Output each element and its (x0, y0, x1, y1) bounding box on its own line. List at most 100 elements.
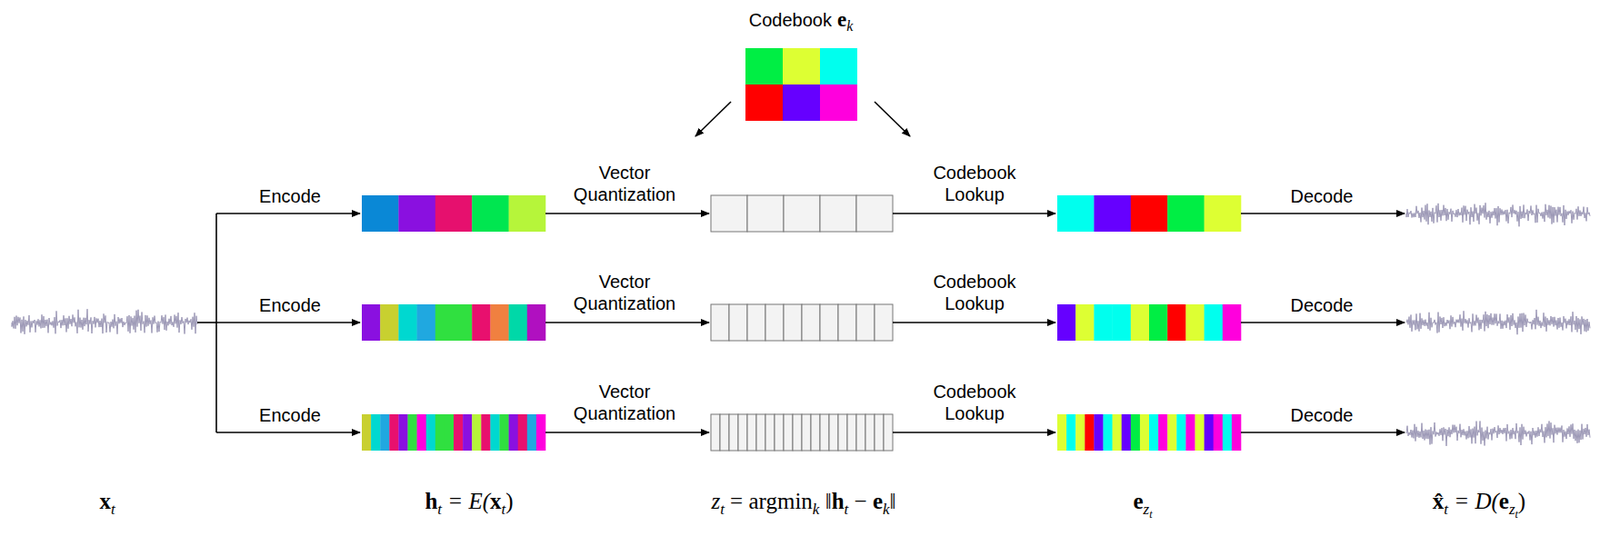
code-index-cell (756, 414, 766, 451)
flow-arrow (874, 101, 910, 137)
flow-arrow (216, 212, 360, 215)
math-symbol: x̂ (1432, 489, 1445, 515)
quantized-vector (1112, 414, 1122, 451)
flow-arrow (545, 212, 710, 215)
quantized-vector (1176, 414, 1186, 451)
encoded-vector (490, 304, 510, 341)
flow-arrow (1240, 431, 1405, 434)
flow-arrow (216, 321, 360, 324)
encoded-vector (453, 304, 473, 341)
math-symbol: k (846, 18, 853, 35)
code-index-cell (710, 304, 730, 341)
step-label: Encode (230, 404, 350, 427)
quantized-vector (1130, 304, 1150, 341)
encoded-vector (480, 414, 490, 451)
encoded-vector (518, 414, 528, 451)
step-label: Encode (230, 185, 350, 208)
step-label: Codebook Lookup (914, 380, 1035, 425)
code-index-cell (729, 304, 748, 341)
quantized-vector (1093, 195, 1131, 232)
math-symbol: e (872, 489, 883, 515)
quantized-vector (1075, 304, 1095, 341)
flow-arrow (1240, 212, 1405, 215)
label-group: Decode (1261, 294, 1382, 317)
math-symbol: t (1443, 500, 1449, 520)
math-symbol: t (1149, 508, 1152, 522)
quantized-vector (1057, 304, 1077, 341)
codebook-cell (820, 48, 858, 85)
code-index-cell (847, 414, 857, 451)
code-index-cell (874, 414, 884, 451)
label-group: Vector Quantization (564, 270, 685, 315)
code-index-cell (810, 414, 820, 451)
code-index-cell (856, 304, 875, 341)
quantized-vector (1167, 414, 1177, 451)
label-group: Encode (230, 185, 350, 208)
quantized-vector (1130, 195, 1169, 232)
label-group: Decode (1261, 185, 1382, 208)
quantized-vector (1112, 304, 1132, 341)
quantized-vector (1204, 195, 1242, 232)
encoded-vector (527, 304, 547, 341)
quantized-vector (1084, 414, 1094, 451)
encoded-vector (370, 414, 380, 451)
encoded-vector (398, 414, 408, 451)
quantized-vector (1130, 414, 1140, 451)
code-index-cell (729, 414, 739, 451)
math-symbol: = E( (441, 489, 490, 515)
codebook-cell (745, 48, 783, 85)
math-symbol: e (1132, 489, 1143, 515)
encoded-vector (500, 414, 510, 451)
codebook-title: Codebook (749, 9, 832, 31)
code-index-cell (856, 195, 893, 232)
label-group: ezt (1132, 489, 1152, 515)
codebook-cell (782, 84, 820, 121)
code-index-cell (820, 304, 839, 341)
encoded-vector (527, 414, 537, 451)
encoded-vector (361, 414, 371, 451)
quantized-vector (1066, 414, 1076, 451)
quantized-vector (1140, 414, 1150, 451)
label-group: xt (99, 489, 115, 515)
quantized-vector (1093, 414, 1103, 451)
step-label: Encode (230, 294, 350, 317)
math-symbol: e (837, 8, 847, 32)
encoded-vector (435, 195, 473, 232)
math-symbol: k (882, 500, 890, 520)
math-symbol: ) (1518, 489, 1526, 515)
quantized-vector (1103, 414, 1113, 451)
audio-waveform (11, 309, 198, 335)
audio-waveform (1406, 310, 1590, 335)
flow-arrow (1240, 321, 1405, 324)
math-symbol: t (110, 500, 116, 520)
flow-arrow (695, 101, 731, 137)
step-label: Decode (1261, 404, 1382, 427)
codebook-cell (820, 84, 858, 121)
code-index-cell (738, 414, 748, 451)
encoded-vector (536, 414, 546, 451)
quantized-vector (1185, 304, 1205, 341)
code-index-cell (820, 195, 857, 232)
quantized-vector (1121, 414, 1131, 451)
math-symbol: = argmin (724, 489, 813, 515)
code-index-cell (783, 414, 793, 451)
encoded-vector (417, 304, 437, 341)
flow-arrow (545, 321, 710, 324)
flow-arrow (892, 431, 1056, 434)
audio-waveform (1406, 421, 1590, 447)
step-label: Vector Quantization (564, 270, 685, 315)
encoded-vector (453, 414, 463, 451)
step-label: Codebook Lookup (914, 161, 1035, 206)
quantized-vector (1057, 195, 1095, 232)
math-symbol: x (490, 489, 502, 515)
encoded-vector (417, 414, 427, 451)
codebook-cell (745, 84, 783, 121)
code-index-cell (792, 414, 802, 451)
encoded-vector (435, 414, 445, 451)
code-index-cell (747, 195, 784, 232)
encoded-vector (471, 414, 481, 451)
quantized-vector (1185, 414, 1195, 451)
code-index-cell (856, 414, 866, 451)
flow-arrow (545, 431, 710, 434)
